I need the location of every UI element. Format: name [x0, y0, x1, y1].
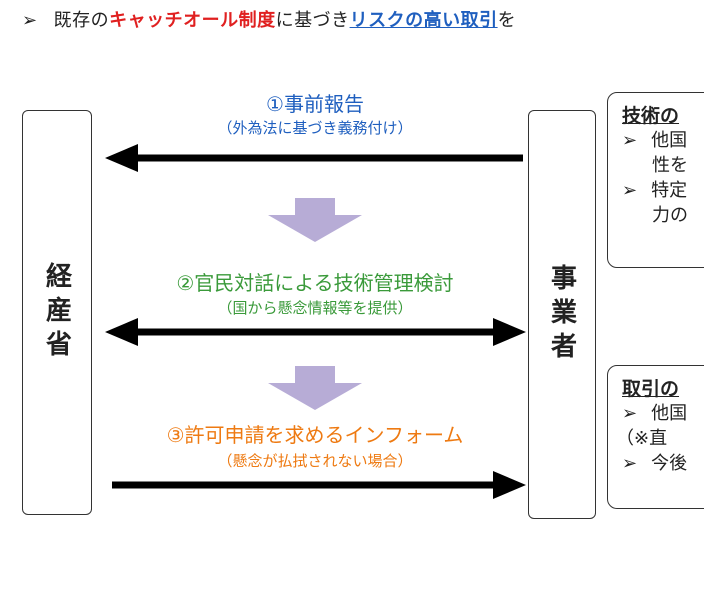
side-box-transaction-line: ➢他国	[622, 403, 688, 424]
step2-subtitle: （国から懸念情報等を提供）	[217, 299, 413, 317]
step2-arrow	[105, 318, 526, 346]
side-box-transaction-title: 取引の	[622, 378, 680, 400]
left-entity-label: 経産省	[41, 261, 72, 364]
step1-arrow	[105, 144, 523, 172]
side-box-transaction-line: （※直	[616, 428, 668, 449]
side-box-technology-line: 力の	[652, 205, 688, 226]
header-suffix: を	[497, 10, 517, 31]
header-highlight-blue: リスクの高い取引	[349, 10, 498, 31]
down-arrow-2	[268, 366, 362, 410]
step3-subtitle: （懸念が払拭されない場合）	[217, 452, 413, 470]
step2-title: ②官民対話による技術管理検討	[176, 271, 454, 295]
side-box-technology-line: ➢他国	[622, 130, 688, 151]
right-entity-label: 事業者	[546, 263, 577, 366]
header-prefix: 既存の	[53, 10, 110, 31]
header-highlight-red: キャッチオール制度	[109, 10, 276, 31]
left-entity-box: 経産省	[22, 110, 92, 515]
side-box-transaction: 取引の ➢他国 （※直 ➢今後	[607, 365, 704, 509]
side-box-technology: 技術の ➢他国 性を ➢特定 力の	[607, 92, 704, 268]
down-arrow-1	[268, 198, 362, 242]
right-entity-box: 事業者	[528, 110, 596, 519]
step1-title: ①事前報告	[266, 92, 364, 116]
header-line: ➢ 既存のキャッチオール制度に基づきリスクの高い取引を	[22, 6, 516, 32]
side-box-technology-title: 技術の	[622, 105, 680, 127]
side-box-technology-line: ➢特定	[622, 180, 688, 201]
header-middle: に基づき	[275, 10, 350, 31]
step3-title: ③許可申請を求めるインフォーム	[166, 423, 464, 447]
side-box-technology-line: 性を	[652, 155, 688, 176]
header-bullet: ➢	[22, 10, 38, 31]
side-box-transaction-line: ➢今後	[622, 453, 688, 474]
step1-subtitle: （外為法に基づき義務付け）	[217, 119, 413, 137]
step3-arrow	[112, 471, 526, 499]
